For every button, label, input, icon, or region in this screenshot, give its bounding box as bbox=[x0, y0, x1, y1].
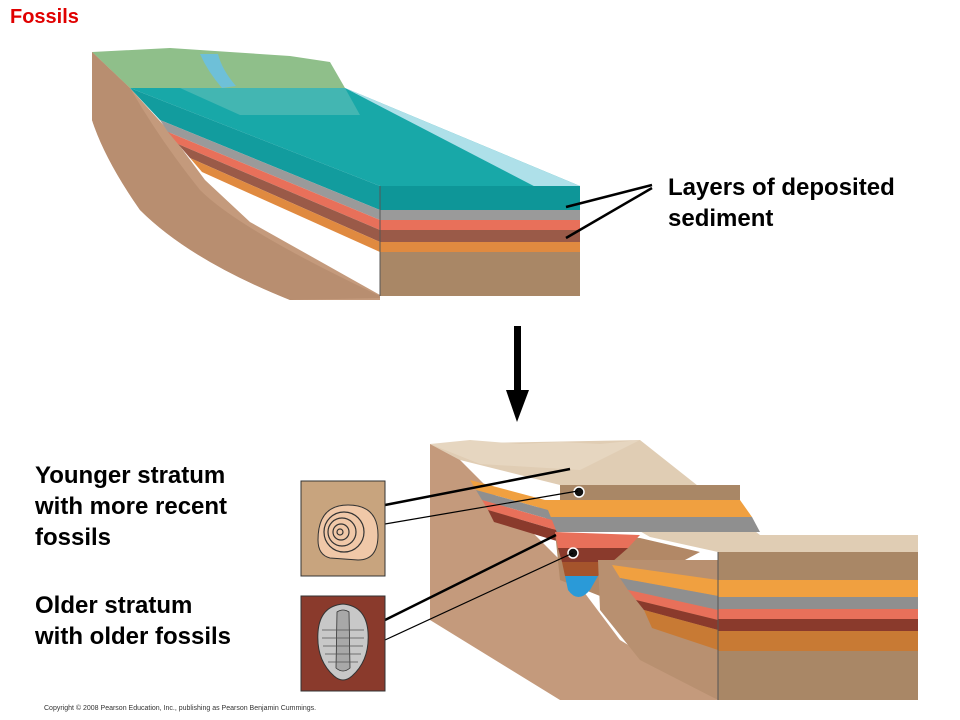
right-layer-orange bbox=[718, 580, 918, 597]
slope-layer-gray bbox=[160, 120, 380, 220]
right-layer-red bbox=[718, 609, 918, 619]
front-layer-red bbox=[380, 220, 580, 230]
slope-layer-red bbox=[168, 132, 380, 230]
label-younger-stratum: Younger stratum with more recent fossils bbox=[35, 462, 228, 551]
down-arrow-icon bbox=[506, 326, 529, 422]
valley-layer-red bbox=[555, 532, 640, 548]
right-layer-darkred bbox=[718, 619, 918, 631]
river bbox=[200, 54, 236, 88]
river-pool bbox=[565, 576, 598, 597]
front-layer-darkred bbox=[380, 230, 580, 242]
label-deposited-sediment: Layers of deposited sediment bbox=[668, 174, 895, 232]
right-layer-orange-2 bbox=[718, 631, 918, 651]
label-older-stratum: Older stratum with older fossils bbox=[35, 592, 232, 650]
upper-layer-gray bbox=[545, 517, 760, 532]
snail-shell-fossil-icon bbox=[300, 480, 386, 577]
pointer-line-2 bbox=[565, 186, 653, 240]
slide-title: Fossils bbox=[10, 6, 79, 28]
upper-layer-orange bbox=[530, 500, 752, 517]
sediment-deposition-block bbox=[92, 48, 653, 300]
slope-layer-orange bbox=[190, 158, 380, 252]
copyright-notice: Copyright © 2008 Pearson Education, Inc.… bbox=[44, 705, 317, 712]
pointer-line-1 bbox=[565, 183, 653, 209]
eroded-strata-block bbox=[384, 440, 918, 700]
water-front-face bbox=[380, 186, 580, 210]
trilobite-fossil-icon bbox=[300, 595, 386, 692]
front-bedrock bbox=[380, 252, 580, 296]
slope-layer-darkred bbox=[178, 144, 380, 242]
right-top-layer bbox=[718, 552, 918, 580]
right-layer-gray bbox=[718, 597, 918, 609]
front-layer-gray bbox=[380, 210, 580, 220]
front-layer-orange bbox=[380, 242, 580, 252]
right-bedrock bbox=[718, 651, 918, 700]
